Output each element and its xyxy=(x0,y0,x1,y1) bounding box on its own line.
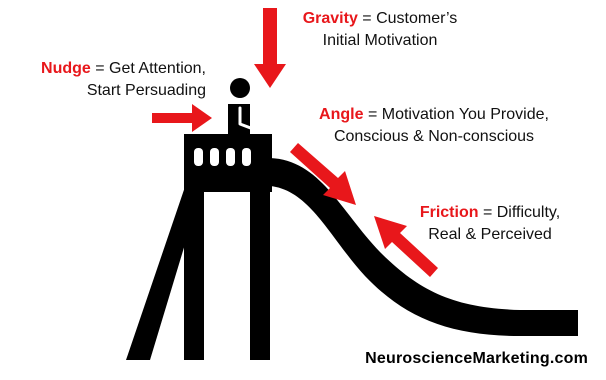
nudge-arrow xyxy=(152,104,212,132)
friction-keyword: Friction xyxy=(419,204,479,221)
gravity-label: Gravity = Customer’s Initial Motivation xyxy=(282,8,478,52)
angle-keyword: Angle xyxy=(319,106,364,123)
nudge-text-2: Start Persuading xyxy=(86,82,206,99)
slide-chute xyxy=(270,158,578,336)
arrow-icon xyxy=(152,8,438,277)
angle-label: Angle = Motivation You Provide, Consciou… xyxy=(292,104,576,148)
friction-text-2: Real & Perceived xyxy=(428,226,552,243)
friction-text-1: = Difficulty, xyxy=(478,204,561,221)
gravity-keyword: Gravity xyxy=(302,10,358,27)
gravity-arrow xyxy=(254,8,286,88)
friction-arrow xyxy=(374,216,438,277)
nudge-keyword: Nudge xyxy=(41,60,91,77)
slide-leg-right xyxy=(250,190,270,360)
nudge-text-1: = Get Attention, xyxy=(90,60,206,77)
gravity-text-2: Initial Motivation xyxy=(322,32,438,49)
slide-leg-left xyxy=(184,190,204,360)
railing-slots xyxy=(194,148,251,166)
slide-icon xyxy=(126,134,578,360)
angle-arrow xyxy=(290,143,356,205)
person-icon xyxy=(228,78,258,134)
gravity-text-1: = Customer’s xyxy=(357,10,458,27)
angle-text-2: Conscious & Non-conscious xyxy=(333,128,535,145)
nudge-label: Nudge = Get Attention, Start Persuading xyxy=(16,58,206,102)
angle-text-1: = Motivation You Provide, xyxy=(363,106,549,123)
friction-label: Friction = Difficulty, Real & Perceived xyxy=(402,202,578,246)
brand-footer: NeuroscienceMarketing.com xyxy=(365,350,588,367)
